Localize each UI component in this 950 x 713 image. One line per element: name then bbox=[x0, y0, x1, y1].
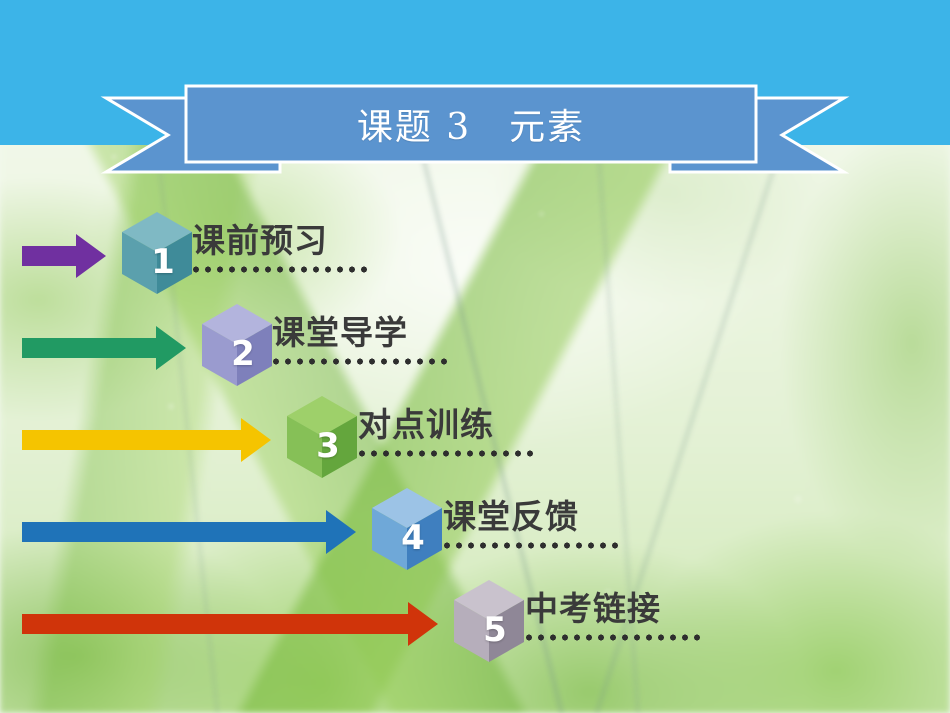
cube-2: 2 bbox=[198, 302, 276, 392]
agenda-row-3[interactable]: 3 对点训练 bbox=[0, 394, 950, 486]
arrow-4 bbox=[22, 508, 356, 560]
agenda-label-wrap-1: 课前预习 bbox=[192, 224, 368, 273]
cube-1: 1 bbox=[118, 210, 196, 300]
arrow-5 bbox=[22, 600, 438, 652]
agenda-row-4[interactable]: 4 课堂反馈 bbox=[0, 486, 950, 578]
cube-3: 3 bbox=[283, 394, 361, 484]
agenda-underline-3 bbox=[358, 450, 534, 457]
agenda-row-5[interactable]: 5 中考链接 bbox=[0, 578, 950, 670]
agenda-underline-5 bbox=[525, 634, 701, 641]
agenda-label-wrap-4: 课堂反馈 bbox=[443, 500, 619, 549]
agenda-label-2: 课堂导学 bbox=[272, 313, 408, 352]
agenda-underline-1 bbox=[192, 266, 368, 273]
page-title: 课题 3 元素 bbox=[356, 107, 586, 148]
agenda-label-5: 中考链接 bbox=[525, 589, 661, 628]
title-ribbon bbox=[0, 80, 950, 180]
agenda-underline-4 bbox=[443, 542, 619, 549]
agenda-label-wrap-5: 中考链接 bbox=[525, 592, 701, 641]
cube-4: 4 bbox=[368, 486, 446, 576]
agenda-label-wrap-2: 课堂导学 bbox=[272, 316, 448, 365]
agenda-label-wrap-3: 对点训练 bbox=[358, 408, 534, 457]
cube-5: 5 bbox=[450, 578, 528, 668]
arrow-1 bbox=[22, 232, 106, 284]
agenda-label-3: 对点训练 bbox=[358, 405, 494, 444]
agenda-row-2[interactable]: 2 课堂导学 bbox=[0, 302, 950, 394]
ribbon-center-plate bbox=[184, 84, 758, 164]
agenda-underline-2 bbox=[272, 358, 448, 365]
arrow-2 bbox=[22, 324, 186, 376]
agenda-row-1[interactable]: 1 课前预习 bbox=[0, 210, 950, 302]
arrow-3 bbox=[22, 416, 271, 468]
agenda-label-1: 课前预习 bbox=[192, 221, 328, 260]
agenda-label-4: 课堂反馈 bbox=[443, 497, 579, 536]
